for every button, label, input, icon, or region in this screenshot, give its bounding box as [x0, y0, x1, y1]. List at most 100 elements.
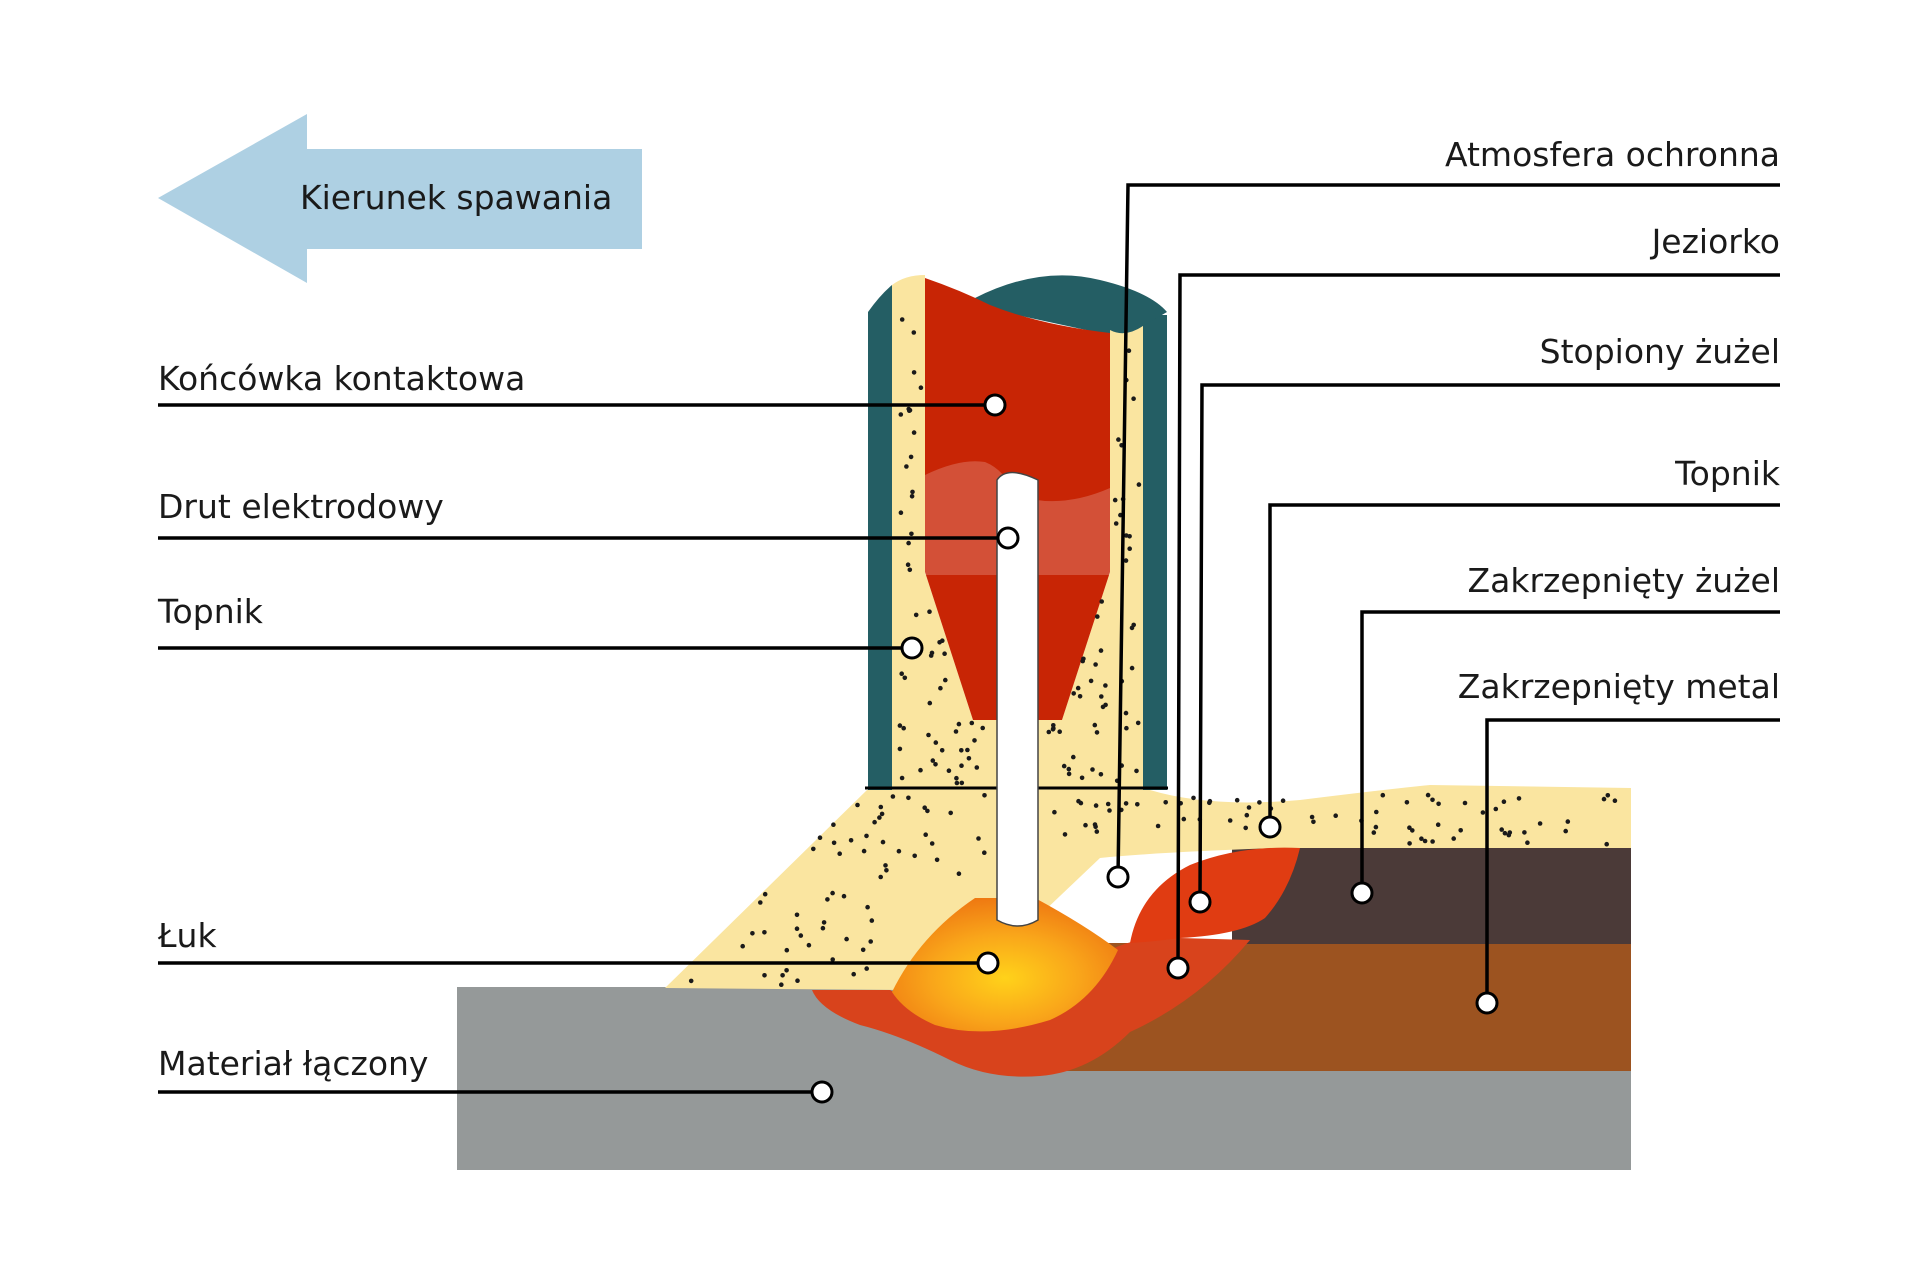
flux-grain [1066, 766, 1072, 772]
flux-grain [972, 738, 977, 743]
flux-grain [1501, 799, 1507, 804]
flux-grain [1066, 771, 1072, 777]
flux-bed [665, 785, 1631, 990]
flux-grain [909, 531, 914, 537]
flux-grain [923, 832, 928, 837]
flux-grain [1093, 824, 1098, 830]
flux-grain [860, 947, 866, 953]
flux-grain [948, 810, 953, 816]
flux-grain [1094, 730, 1100, 735]
flux-grain [762, 973, 767, 978]
flux-grain [927, 700, 933, 706]
flux-grain [902, 675, 908, 681]
flux-grain [1234, 797, 1240, 803]
flux-grain [929, 841, 935, 846]
flux-grain [907, 408, 912, 414]
flux-grain [1093, 662, 1098, 667]
flux-grain [1094, 829, 1100, 834]
solidified-metal-marker [1475, 991, 1499, 1015]
flux-grain [831, 822, 836, 827]
flux-grain [1124, 725, 1129, 731]
flux-grain [899, 317, 905, 322]
flux-grain [1436, 801, 1441, 807]
flux-grain [1090, 767, 1095, 772]
flux-grain [1123, 558, 1129, 563]
flux-grain [794, 912, 800, 918]
flux-grain [959, 748, 964, 753]
electrode-wire [996, 471, 1039, 927]
flux-grain [1135, 720, 1141, 726]
flux-grain [1155, 823, 1161, 829]
label-weld-pool: Jeziorko [1650, 222, 1780, 261]
flux-grain [1123, 801, 1129, 806]
flux-grain [1244, 812, 1250, 818]
flux-grain [1246, 805, 1252, 810]
flux-grain [939, 748, 945, 753]
flux-grain [911, 430, 917, 435]
flux-grain [1537, 821, 1543, 826]
flux-grain [1163, 800, 1168, 805]
flux-grain [1419, 836, 1424, 841]
flux-grain [1565, 819, 1571, 824]
flux-grain [1093, 803, 1099, 808]
flux-grain [877, 815, 882, 820]
flux-grain [1062, 832, 1068, 837]
flux-grain [911, 330, 917, 335]
arc-marker [976, 951, 1000, 975]
flux-grain [861, 848, 867, 854]
label-flux-left: Topnik [157, 592, 264, 631]
flux-grain [946, 768, 952, 773]
flux-grain [1113, 521, 1119, 526]
flux-grain [966, 756, 972, 761]
right-leader-lines [1116, 183, 1780, 1003]
shielding-atmosphere-marker [1106, 865, 1130, 889]
flux-grain [1095, 614, 1100, 619]
flux-grain [1052, 809, 1057, 815]
flux-grain [869, 918, 875, 923]
flux-grain [1422, 838, 1428, 844]
flux-grain [1404, 800, 1410, 805]
label-flux-right: Topnik [1674, 454, 1781, 493]
flux-grain [884, 868, 889, 873]
flux-grain [934, 857, 940, 863]
flux-grain [918, 767, 923, 773]
flux-grain [1499, 827, 1504, 832]
nozzle-cap [975, 275, 1167, 335]
flux-grain [837, 851, 842, 856]
flux-grain [1081, 656, 1086, 662]
flux-grain [821, 920, 827, 925]
flux-grain [1425, 792, 1431, 798]
flux-grain [1191, 795, 1196, 801]
flux-grain [1131, 622, 1136, 628]
flux-grain [1462, 800, 1468, 806]
flux-grain [1105, 801, 1111, 807]
flux-grain [1135, 802, 1140, 807]
flux-grain [1076, 798, 1081, 804]
flux-grain [1136, 482, 1142, 487]
flux-grain [762, 930, 767, 935]
flux-grain [848, 838, 854, 843]
electrode-wire-marker [996, 526, 1020, 550]
flux-grain [1099, 599, 1104, 604]
flux-grain [899, 775, 905, 781]
flux-grain [1227, 818, 1233, 823]
flux-grain [1112, 497, 1118, 503]
flux-grain [1051, 723, 1056, 728]
flux-grain [1430, 797, 1435, 803]
flux-grain [956, 871, 962, 876]
flux-grain [762, 891, 768, 897]
flux-grain [1601, 796, 1607, 802]
flux-grain [906, 540, 911, 546]
weld-pool-marker [1166, 956, 1190, 980]
flux-grain [1207, 800, 1212, 806]
leader-endpoints [810, 393, 1499, 1104]
flux-grain [897, 746, 903, 752]
label-molten-slag: Stopiony żużel [1540, 332, 1780, 371]
flux-grain [1046, 729, 1052, 735]
flux-grain [904, 464, 909, 469]
flux-grain [933, 740, 939, 745]
flux-grain [933, 762, 938, 767]
flux-grain [1131, 396, 1136, 402]
flux-grain [905, 562, 911, 567]
flux-grain [1107, 808, 1112, 813]
